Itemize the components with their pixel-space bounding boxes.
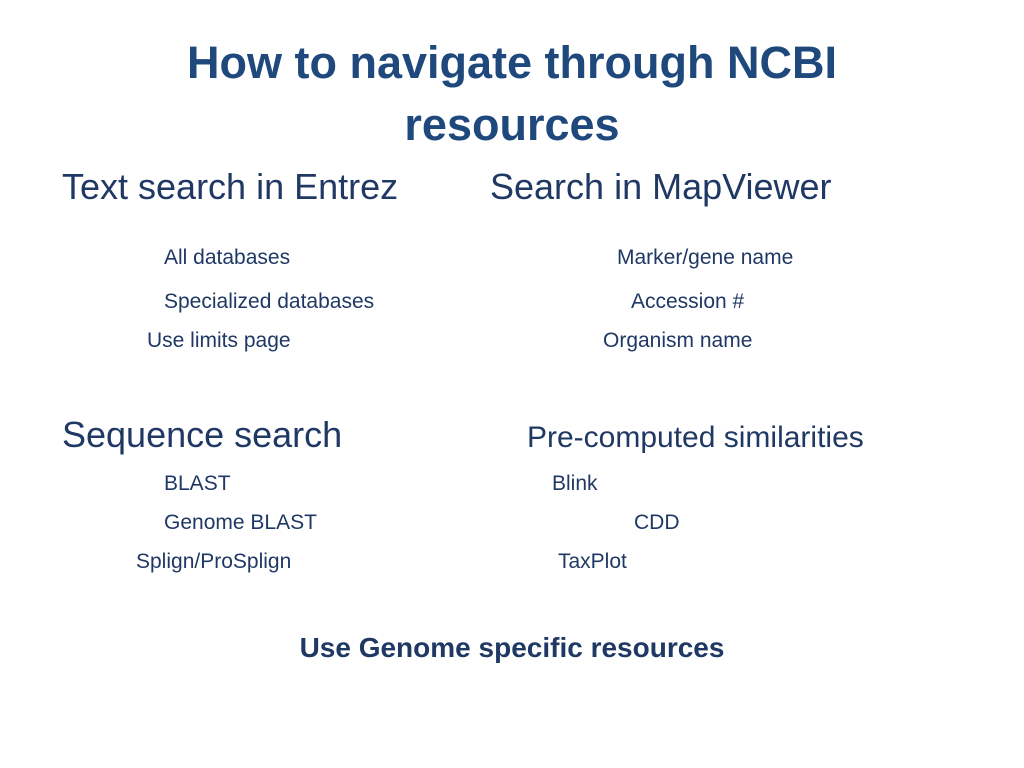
precomputed-item-blink: Blink — [552, 472, 598, 495]
slide-title-line-2: resources — [404, 99, 620, 150]
sequence-search-item-splign: Splign/ProSplign — [136, 550, 292, 573]
text-search-item-use-limits-page: Use limits page — [147, 329, 291, 352]
precomputed-heading: Pre-computed similarities — [527, 421, 864, 454]
mapviewer-heading: Search in MapViewer — [490, 166, 832, 207]
sequence-search-item-genome-blast: Genome BLAST — [164, 511, 317, 534]
sequence-search-heading: Sequence search — [62, 414, 343, 455]
text-search-item-specialized-databases: Specialized databases — [164, 290, 375, 313]
mapviewer-item-accession: Accession # — [631, 290, 745, 313]
sequence-search-item-blast: BLAST — [164, 472, 231, 495]
mapviewer-item-organism-name: Organism name — [603, 329, 753, 352]
precomputed-item-cdd: CDD — [634, 511, 680, 534]
slide-title: How to navigate through NCBI resources — [112, 32, 912, 156]
footer-text: Use Genome specific resources — [299, 632, 725, 663]
slide-title-line-1: How to navigate through NCBI — [187, 37, 837, 88]
text-search-heading: Text search in Entrez — [62, 166, 399, 207]
precomputed-item-taxplot: TaxPlot — [558, 550, 627, 573]
text-search-item-all-databases: All databases — [164, 246, 291, 269]
mapviewer-item-marker-gene-name: Marker/gene name — [617, 246, 794, 269]
